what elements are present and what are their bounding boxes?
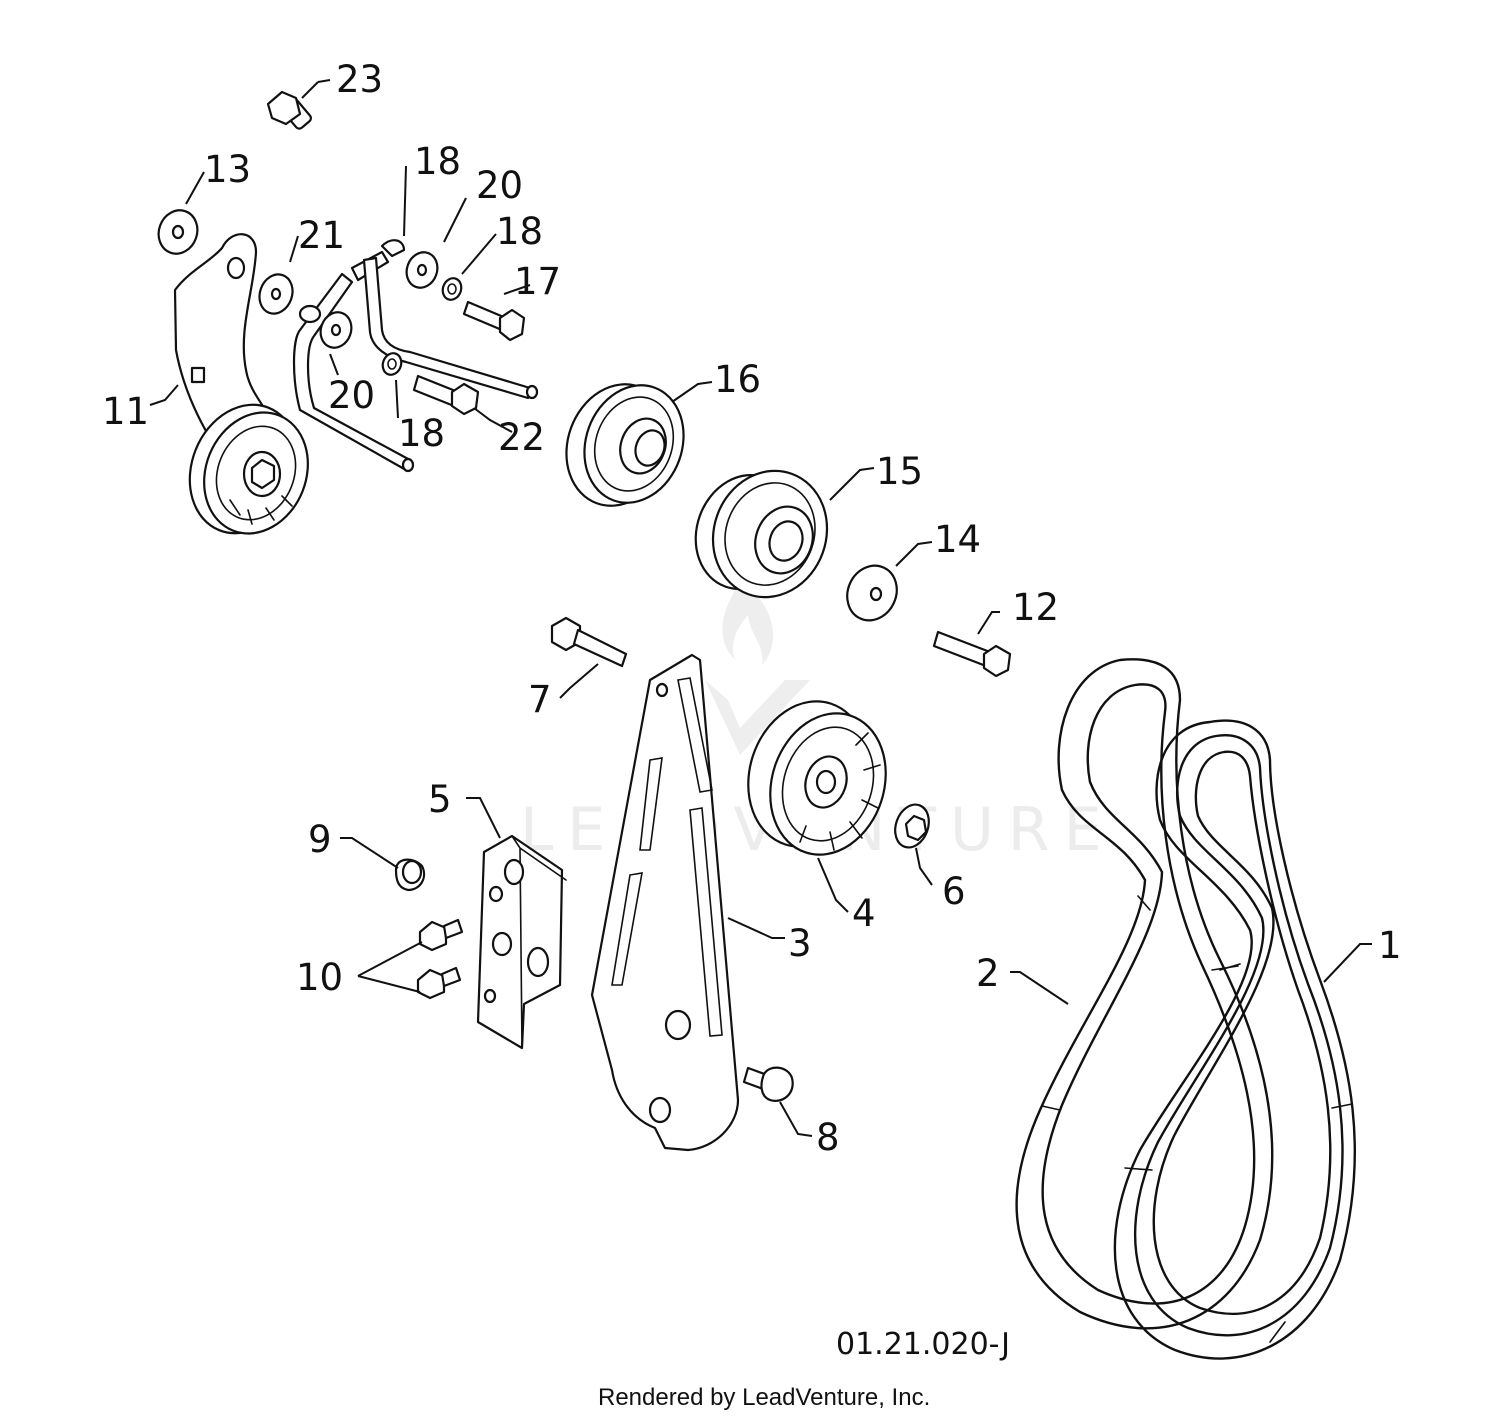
part-15-pulley bbox=[694, 469, 829, 599]
part-13-washer bbox=[157, 209, 199, 255]
part-6-nut bbox=[894, 803, 930, 849]
part-8-bolt bbox=[742, 1066, 794, 1102]
drawing-number: 01.21.020-J bbox=[836, 1327, 1010, 1362]
callout-1: 1 bbox=[1378, 924, 1402, 967]
part-23-bolt bbox=[266, 90, 313, 130]
callout-21: 21 bbox=[298, 214, 345, 257]
callout-9: 9 bbox=[308, 818, 332, 861]
callout-10: 10 bbox=[296, 956, 343, 999]
part-2-belt bbox=[1015, 658, 1274, 1330]
callout-23: 23 bbox=[336, 58, 383, 101]
callout-5: 5 bbox=[428, 778, 452, 821]
part-3-bracket bbox=[590, 653, 740, 1152]
callout-12: 12 bbox=[1012, 586, 1059, 629]
footer-credit: Rendered by LeadVenture, Inc. bbox=[598, 1384, 930, 1411]
callout-18-top: 18 bbox=[496, 210, 543, 253]
leader-lines bbox=[149, 79, 1372, 1137]
part-9-bolt bbox=[394, 858, 426, 892]
callout-22: 22 bbox=[498, 416, 545, 459]
callout-8: 8 bbox=[816, 1116, 840, 1159]
callout-13: 13 bbox=[204, 148, 251, 191]
callout-17: 17 bbox=[514, 260, 561, 303]
part-22-bolt bbox=[412, 374, 480, 416]
part-12-bolt bbox=[932, 630, 1012, 678]
watermark-logo-icon bbox=[705, 580, 810, 755]
part-10-screw bbox=[416, 918, 464, 1000]
part-5-plate bbox=[476, 834, 567, 1050]
callout-6: 6 bbox=[942, 870, 966, 913]
callout-20-bottom: 20 bbox=[328, 374, 375, 417]
callout-7: 7 bbox=[528, 678, 552, 721]
part-16-pulley bbox=[565, 383, 685, 507]
part-1-belt bbox=[1113, 719, 1357, 1360]
part-4-idler-pulley bbox=[747, 700, 887, 856]
callout-20-top: 20 bbox=[476, 164, 523, 207]
part-18-lock-washer bbox=[381, 277, 463, 376]
callout-15: 15 bbox=[876, 450, 923, 493]
part-20-washer bbox=[319, 251, 439, 349]
callout-4: 4 bbox=[852, 892, 876, 935]
part-7-bolt bbox=[550, 616, 628, 668]
callout-2: 2 bbox=[976, 952, 1000, 995]
part-11-idler-arm bbox=[173, 233, 309, 535]
callout-16: 16 bbox=[714, 358, 761, 401]
part-17-bolt bbox=[462, 300, 526, 342]
callout-11: 11 bbox=[102, 390, 149, 433]
callout-19: 18 bbox=[414, 140, 461, 183]
callouts: 23 13 18 20 21 18 17 11 20 18 22 16 15 1… bbox=[102, 58, 1402, 1159]
part-21-washer bbox=[258, 273, 294, 315]
callout-18-bottom: 18 bbox=[398, 412, 445, 455]
callout-3: 3 bbox=[788, 922, 812, 965]
part-14-washer bbox=[846, 564, 898, 622]
callout-14: 14 bbox=[934, 518, 981, 561]
